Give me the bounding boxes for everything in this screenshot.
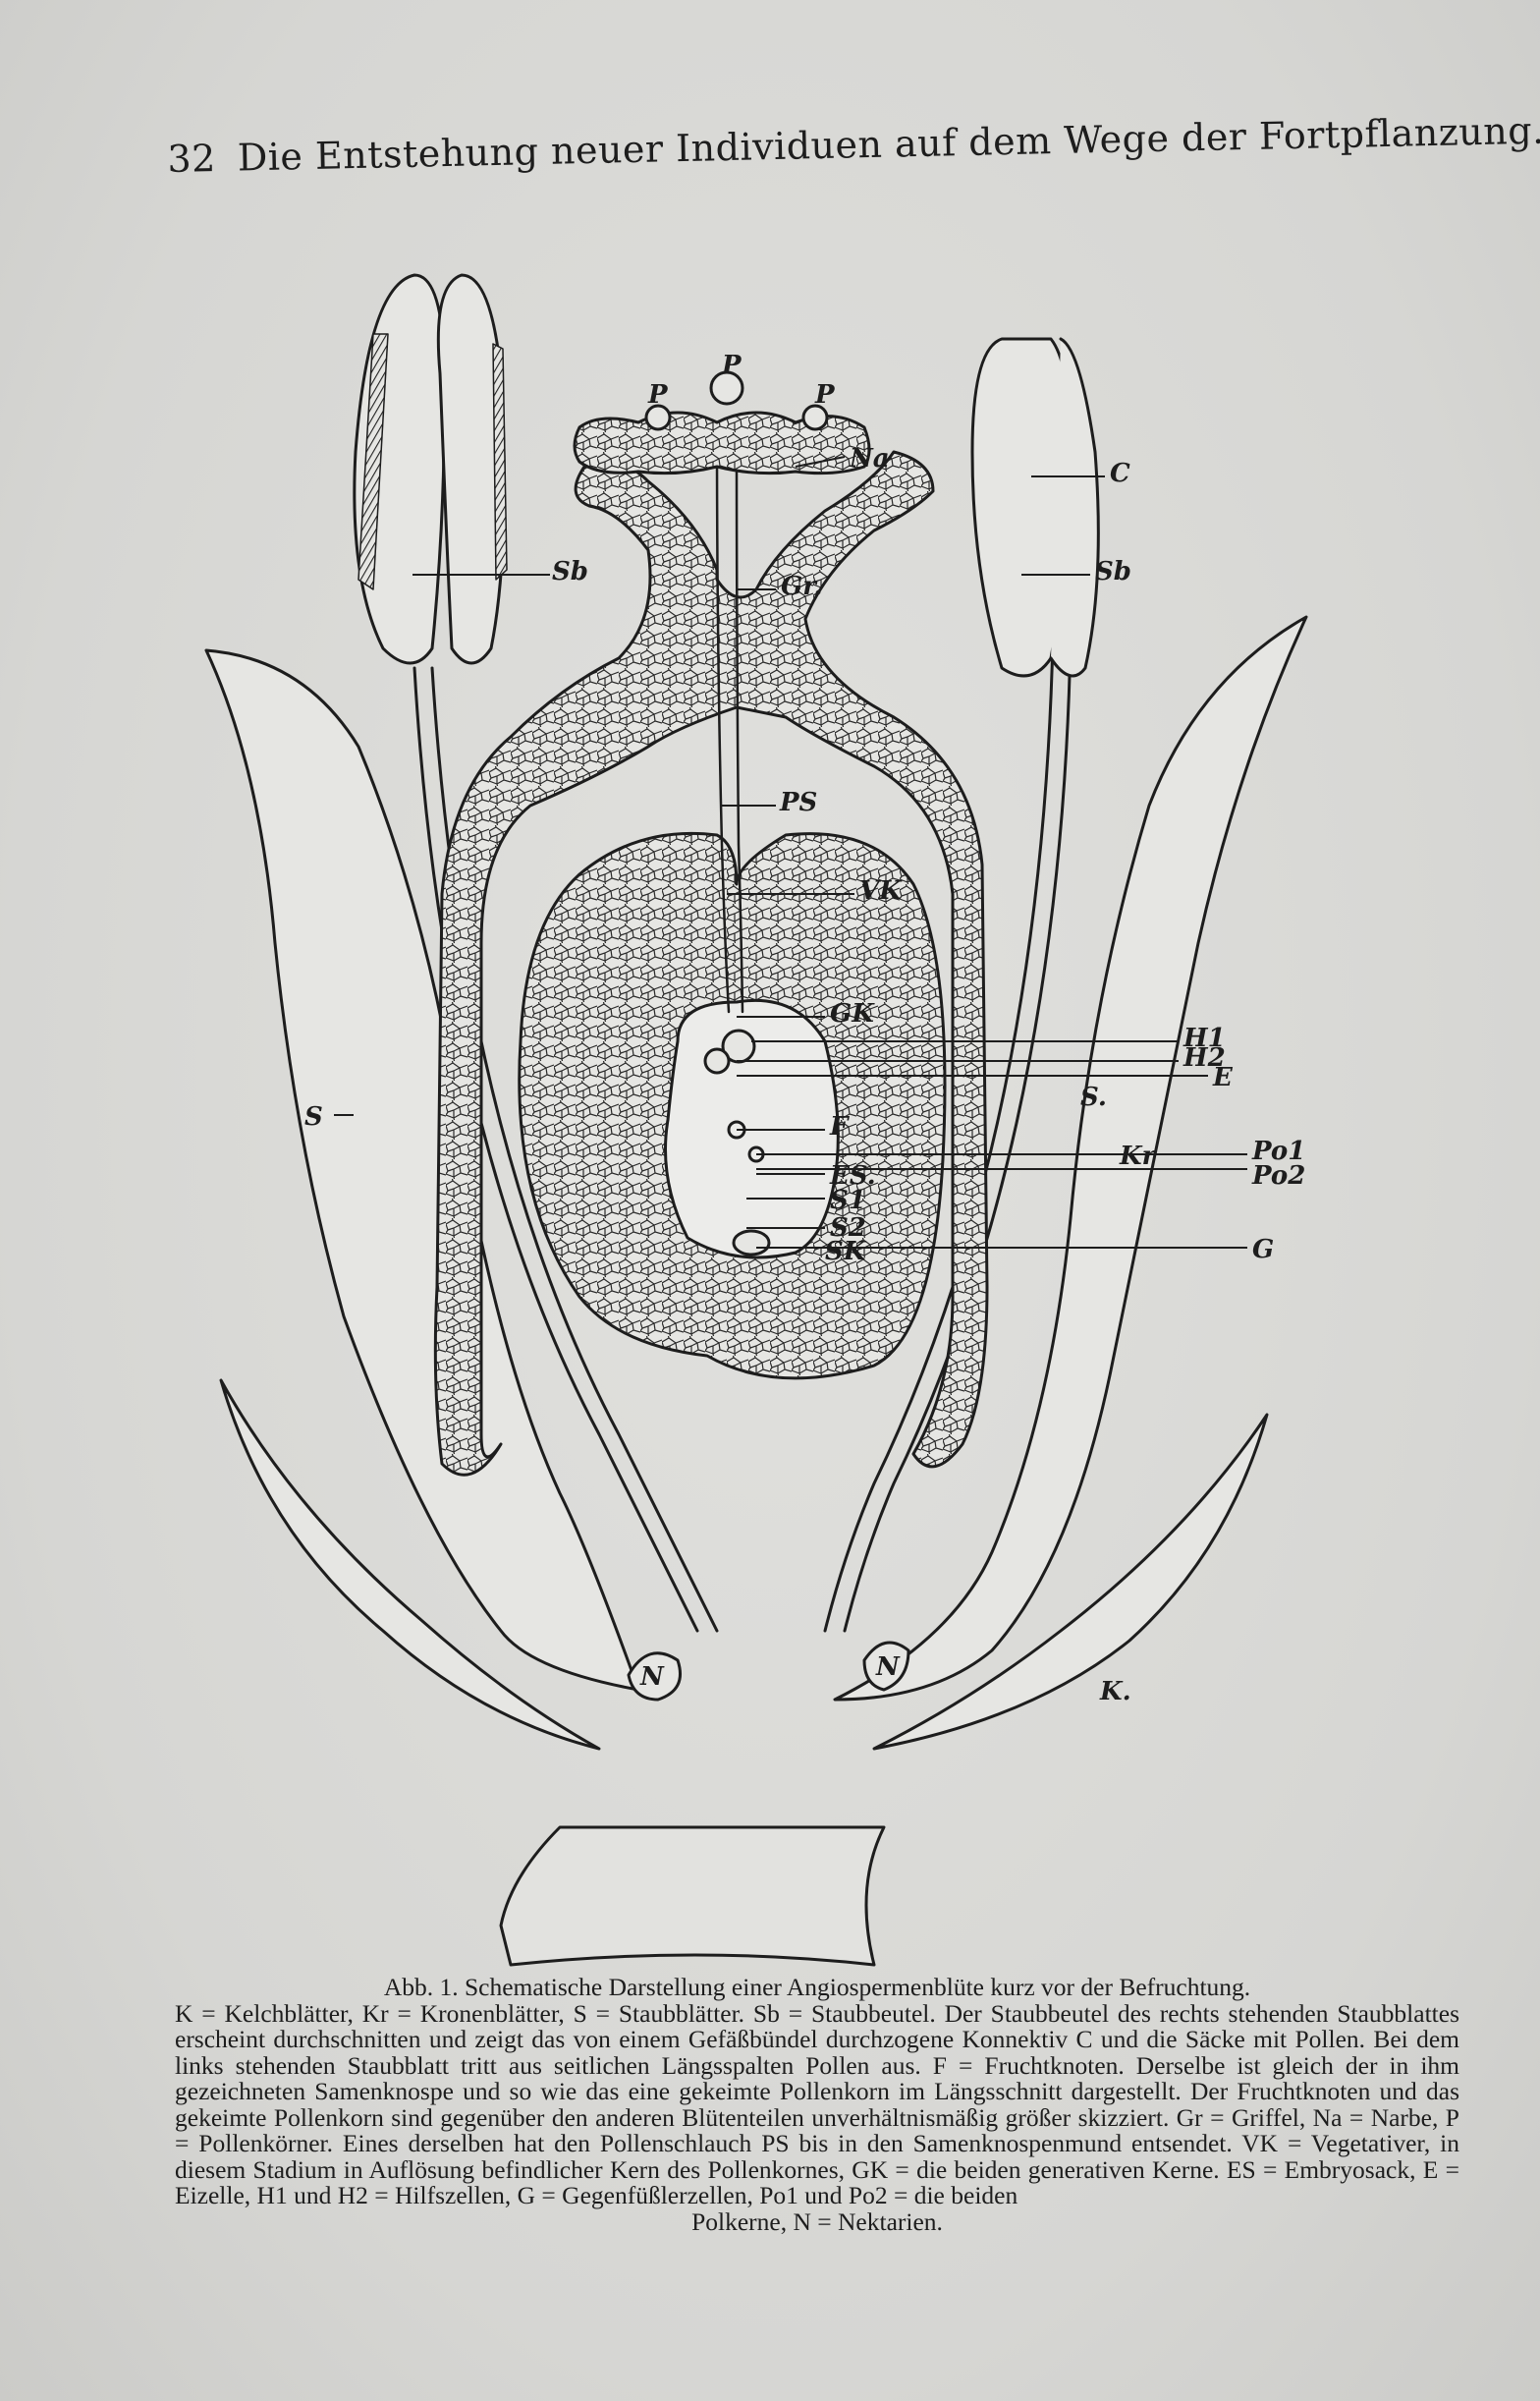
label-N-left: N xyxy=(639,1662,665,1692)
label-GK: GK xyxy=(830,999,875,1029)
nectary-left xyxy=(627,1651,682,1702)
label-S-right: S. xyxy=(1080,1083,1107,1112)
label-PS: PS xyxy=(779,788,817,817)
label-K: K. xyxy=(1099,1677,1131,1706)
label-Gr: Gr. xyxy=(781,572,823,601)
caption-last: Polkerne, N = Nektarien. xyxy=(691,2206,943,2236)
label-S-left: S xyxy=(304,1102,323,1132)
anther-right-2 xyxy=(1049,337,1100,678)
pollen-grain-mid xyxy=(709,370,744,406)
pollen-grain-right xyxy=(801,404,829,431)
pollen-tube-2 xyxy=(735,430,744,1014)
caption-body: K = Kelchblätter, Kr = Kronenblätter, S … xyxy=(175,1998,1459,2209)
page-number: 32 xyxy=(167,136,217,181)
filament-right xyxy=(823,637,1055,1633)
label-F: F xyxy=(829,1112,850,1142)
synergid-2 xyxy=(703,1047,731,1075)
pollen-tube xyxy=(715,430,731,1014)
sepal-right xyxy=(872,1413,1269,1751)
label-Po2: Po2 xyxy=(1251,1161,1305,1191)
label-S1: S1 xyxy=(830,1186,866,1215)
label-P-mid: P xyxy=(721,351,742,380)
label-C: C xyxy=(1110,459,1130,488)
label-S2: S2 xyxy=(830,1213,866,1243)
ovary-wall xyxy=(433,450,989,1477)
label-Na: Na xyxy=(849,444,890,474)
label-ES: ES. xyxy=(829,1161,876,1191)
figure-caption: Abb. 1. Schematische Darstellung einer A… xyxy=(175,1973,1459,2236)
label-VK: VK xyxy=(859,876,903,906)
label-G: G xyxy=(1252,1235,1274,1264)
receptacle xyxy=(499,1825,886,1967)
petal-right xyxy=(833,615,1308,1702)
page-header: 32 Die Entstehung neuer Individuen auf de… xyxy=(167,109,1540,181)
label-Sb-left: Sb xyxy=(552,557,588,586)
flower-diagram: P P P Na Sb Gr. C Sb PS VK GK H1 H2 E S … xyxy=(187,255,1385,1975)
running-title: Die Entstehung neuer Individuen auf dem … xyxy=(237,108,1540,180)
anther-left-slit xyxy=(358,333,389,590)
flower-diagram-svg: P P P Na Sb Gr. C Sb PS VK GK H1 H2 E S … xyxy=(204,273,1308,1967)
pollen-grain-left xyxy=(644,404,672,431)
filament-left xyxy=(412,666,699,1633)
label-H2: H2 xyxy=(1182,1043,1226,1073)
label-Kr: Kr xyxy=(1119,1142,1158,1171)
label-SK: SK xyxy=(825,1237,867,1266)
anther-left-slit-2 xyxy=(492,343,508,581)
label-E: E xyxy=(1212,1063,1234,1092)
label-Sb-right: Sb xyxy=(1095,557,1131,586)
label-Po1: Po1 xyxy=(1251,1137,1305,1166)
antipodal-cells xyxy=(732,1229,771,1256)
stigma xyxy=(573,411,871,475)
sepal-left xyxy=(219,1378,601,1751)
label-N-right: N xyxy=(875,1652,901,1682)
caption-lead: Abb. 1. Schematische Darstellung einer A… xyxy=(383,1973,1251,2001)
label-P-left: P xyxy=(647,380,669,410)
label-P-right: P xyxy=(814,380,836,410)
label-H1: H1 xyxy=(1182,1024,1226,1053)
nectary-right xyxy=(862,1641,910,1692)
